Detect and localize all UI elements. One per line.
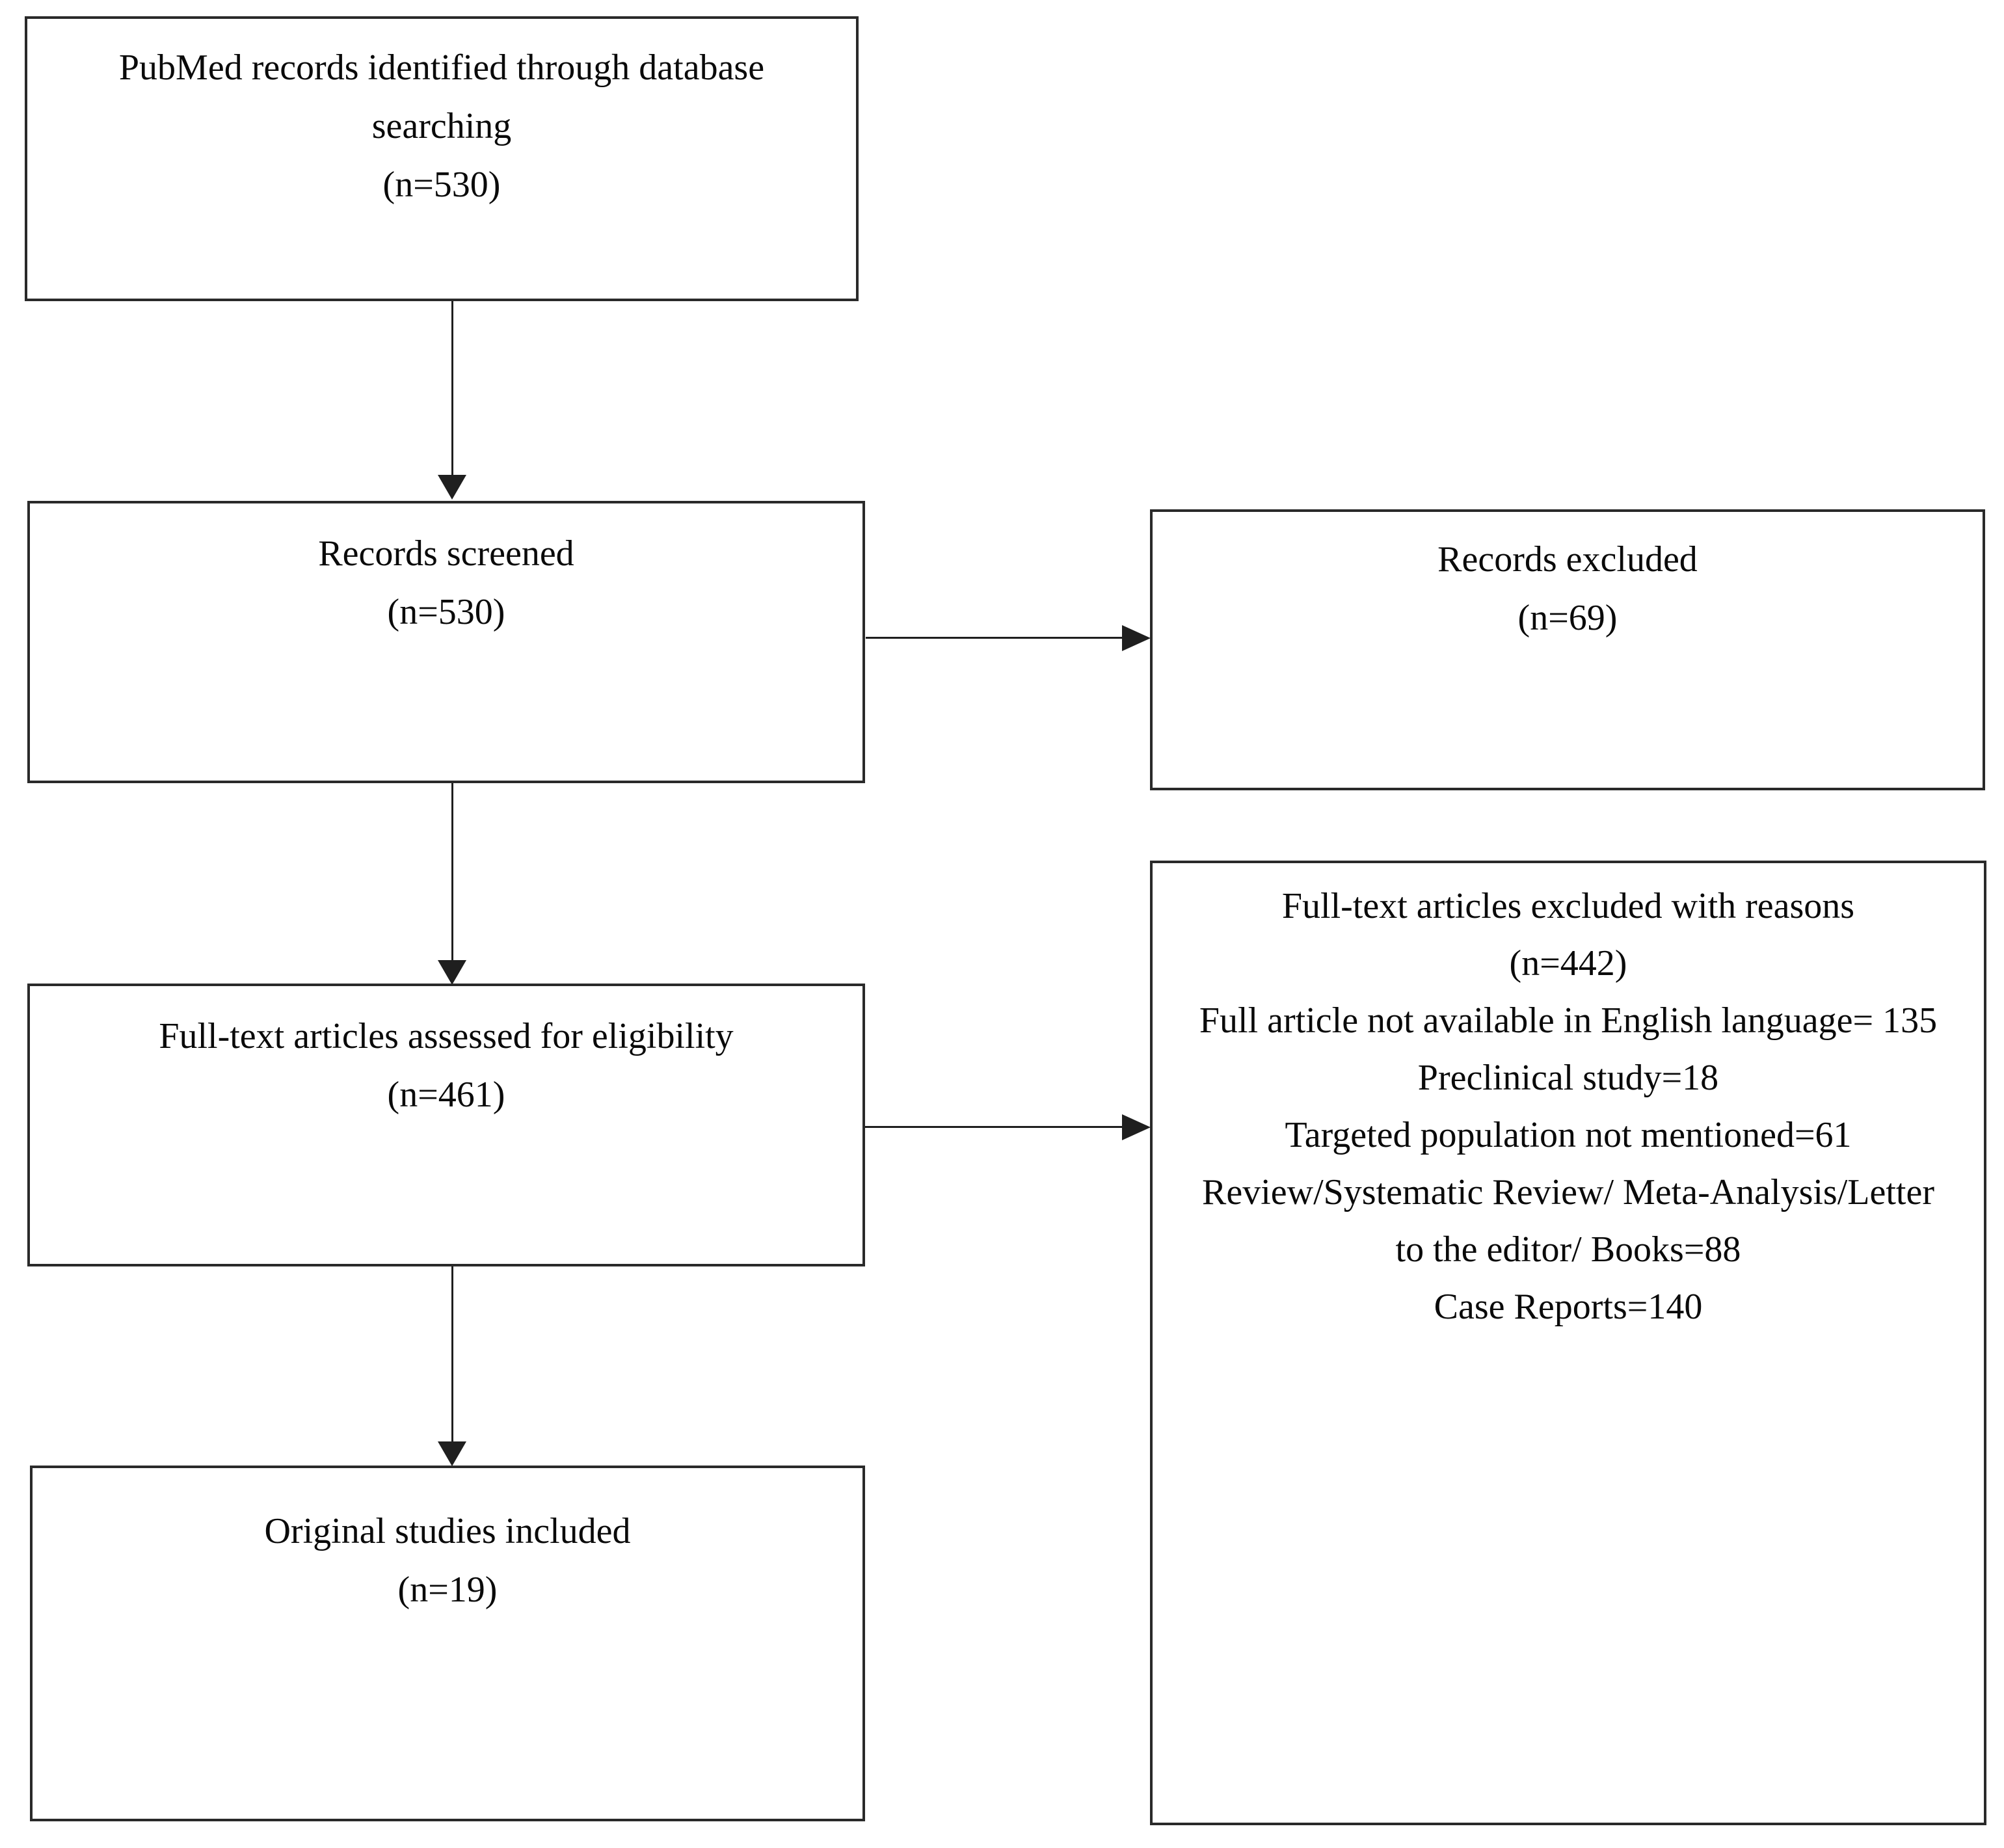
text-line: (n=442) [1509, 943, 1627, 984]
flow-box-fulltext-excluded-reasons: Full-text articles excluded with reasons… [1150, 861, 1986, 1825]
text-line: Full-text articles assessed for eligibil… [159, 1016, 734, 1056]
flow-box-fulltext-assessed: Full-text articles assessed for eligibil… [27, 984, 865, 1266]
box-text: Original studies included (n=19) [33, 1502, 862, 1619]
text-line: Targeted population not mentioned=61 [1285, 1115, 1852, 1155]
text-line: Case Reports=140 [1434, 1287, 1703, 1327]
text-line: to the editor/ Books=88 [1395, 1229, 1741, 1270]
connector-assessed-to-excluded-reasons [865, 1126, 1123, 1128]
arrowhead-right-icon [1122, 1114, 1151, 1140]
text-line: (n=461) [387, 1075, 505, 1115]
flow-box-studies-included: Original studies included (n=19) [30, 1466, 865, 1821]
box-text: Full-text articles excluded with reasons… [1153, 877, 1984, 1335]
text-line: Full-text articles excluded with reasons [1281, 886, 1855, 926]
text-line: Records excluded [1437, 539, 1698, 580]
arrowhead-right-icon [1122, 625, 1151, 651]
box-text: Records excluded (n=69) [1153, 530, 1983, 647]
flow-box-records-excluded: Records excluded (n=69) [1150, 509, 1985, 790]
connector-assessed-to-included [451, 1266, 453, 1443]
flow-box-records-identified: PubMed records identified through databa… [25, 16, 859, 301]
connector-screened-to-excluded [866, 637, 1123, 639]
text-line: (n=69) [1517, 598, 1618, 638]
box-text: Full-text articles assessed for eligibil… [30, 1007, 862, 1124]
box-text: PubMed records identified through databa… [27, 38, 856, 214]
text-line: Records screened [318, 533, 574, 574]
arrowhead-down-icon [438, 1441, 466, 1466]
arrowhead-down-icon [438, 960, 466, 985]
text-line: PubMed records identified through databa… [118, 47, 765, 88]
text-line: Review/Systematic Review/ Meta-Analysis/… [1202, 1172, 1934, 1212]
text-line: (n=530) [382, 165, 501, 205]
text-line: Full article not available in English la… [1199, 1000, 1938, 1041]
text-line: searching [371, 106, 512, 146]
connector-identified-to-screened [451, 301, 453, 478]
flow-box-records-screened: Records screened (n=530) [27, 501, 865, 783]
arrowhead-down-icon [438, 475, 466, 500]
text-line: Original studies included [264, 1511, 631, 1551]
text-line: Preclinical study=18 [1417, 1058, 1719, 1098]
box-text: Records screened (n=530) [30, 524, 862, 641]
connector-screened-to-assessed [451, 783, 453, 961]
text-line: (n=19) [397, 1570, 498, 1610]
text-line: (n=530) [387, 592, 505, 632]
